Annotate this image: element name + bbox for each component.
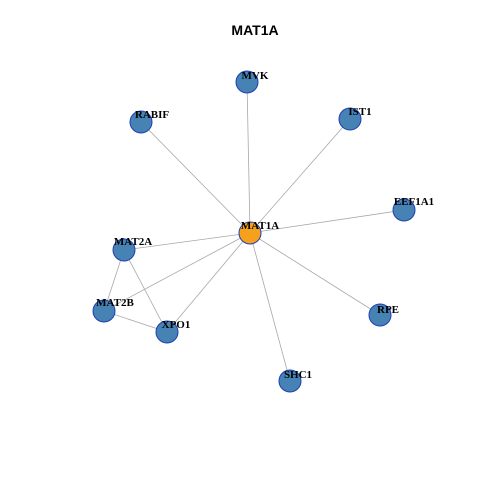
node-label-ist1: IST1 [348,106,371,118]
node-rabif [129,110,153,134]
node-ist1 [338,107,362,131]
node-label-rabif: RABIF [135,109,170,121]
node-eef1a1 [392,198,416,222]
node-label-shc1: SHC1 [284,369,312,381]
node-rpe [368,303,392,327]
edge-mat1a-rabif [140,121,251,234]
edge-mat1a-mat2b [103,232,251,312]
graph-title: MAT1A [231,22,278,38]
node-shc1 [278,369,302,393]
node-mat2a [112,238,136,262]
node-label-eef1a1: EEF1A1 [394,196,434,208]
node-layer [92,70,416,393]
node-label-xpo1: XPO1 [162,319,191,331]
edge-mat1a-eef1a1 [249,209,405,234]
edge-mat2a-xpo1 [123,249,168,333]
node-label-rpe: RPE [377,304,399,316]
node-label-mat1a: MAT1A [241,220,279,232]
node-label-mat2b: MAT2B [96,297,134,309]
node-label-mvk: MVK [242,70,269,82]
node-mvk [235,70,259,94]
node-label-mat2a: MAT2A [114,236,152,248]
node-mat1a [238,221,262,245]
node-xpo1 [155,320,179,344]
edge-mat1a-rpe [249,232,381,316]
edge-mat1a-mvk [246,81,251,234]
edge-mat1a-mat2a [123,232,251,251]
node-mat2b [92,299,116,323]
edge-mat1a-ist1 [249,118,351,234]
edge-mat1a-xpo1 [166,232,251,333]
edge-mat1a-shc1 [249,232,291,382]
